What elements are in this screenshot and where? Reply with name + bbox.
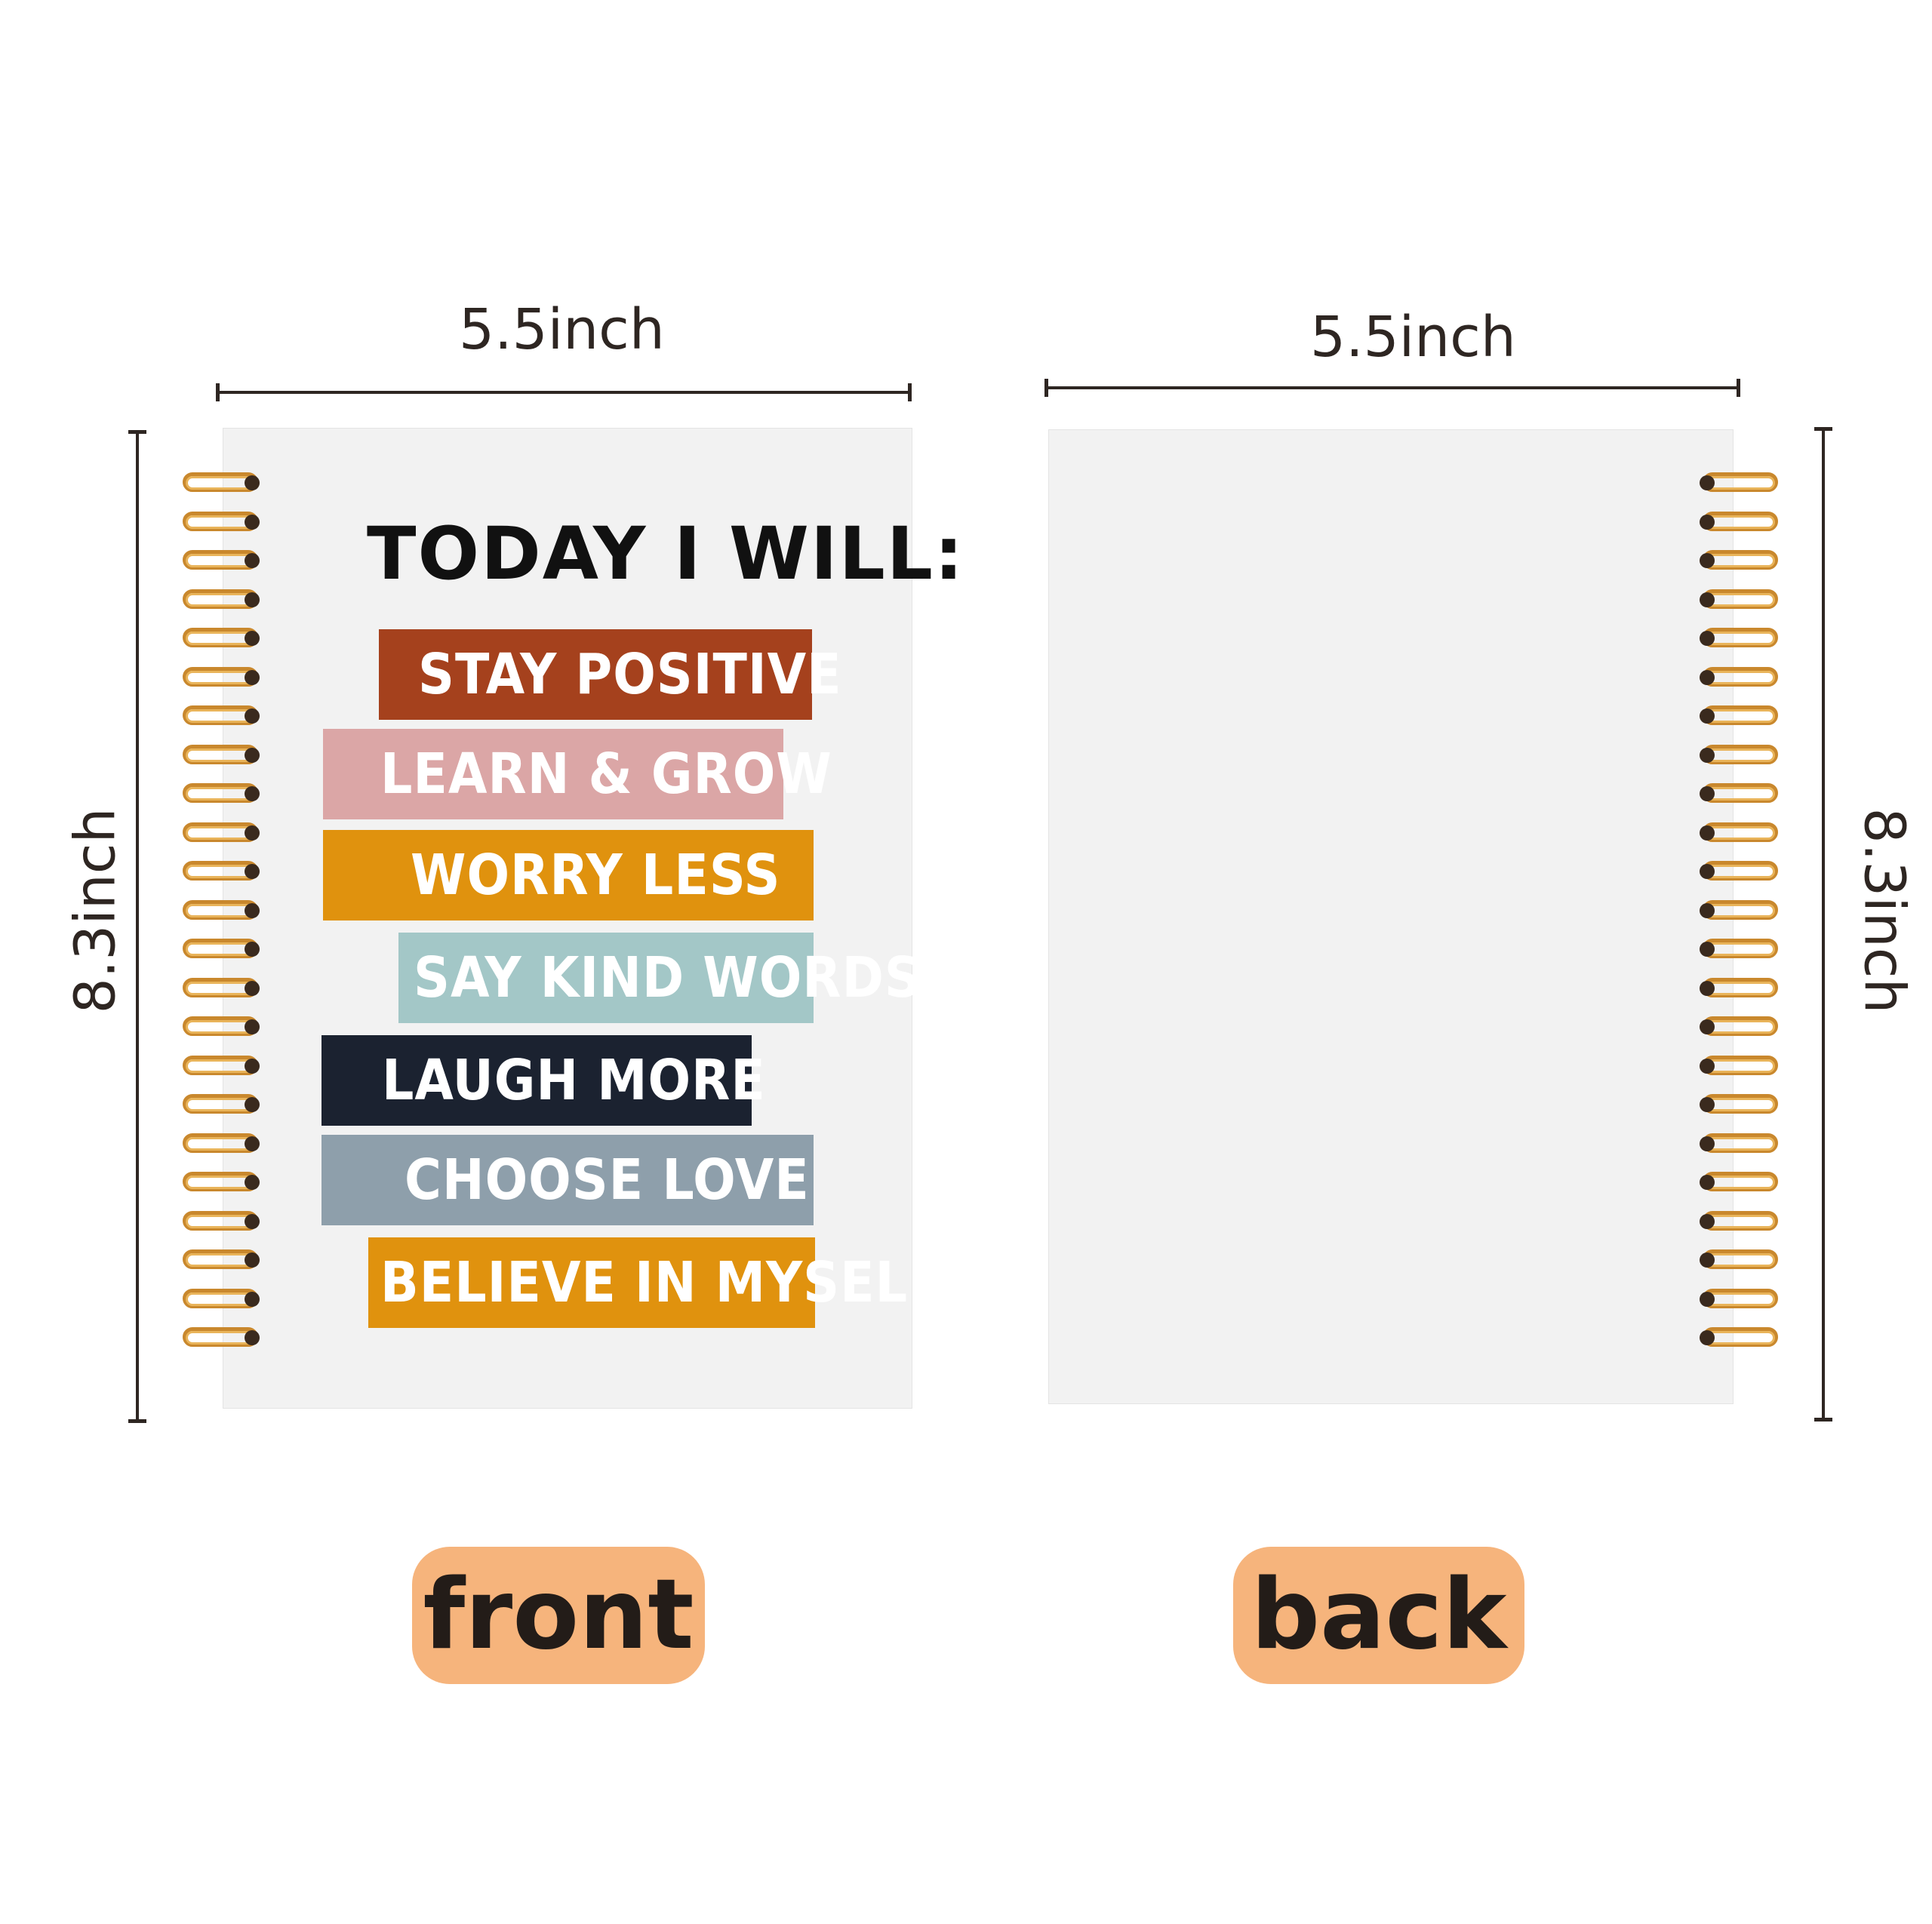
spiral-ring: [1698, 1132, 1781, 1156]
spiral-ring: [1698, 626, 1781, 650]
banner-believe-in-myself: BELIEVE IN MYSELF: [368, 1237, 943, 1328]
spiral-ring: [1698, 549, 1781, 573]
banner-stay-positive: STAY POSITIVE: [379, 629, 841, 720]
banner-laugh-more: LAUGH MORE: [321, 1035, 765, 1126]
spiral-ring: [178, 704, 261, 728]
banner-label: CHOOSE LOVE: [405, 1148, 810, 1212]
spiral-ring: [1698, 859, 1781, 884]
spiral-ring: [178, 937, 261, 961]
back-label-pill: back: [1233, 1547, 1524, 1684]
spiral-ring: [1698, 1248, 1781, 1272]
spiral-ring: [1698, 1015, 1781, 1039]
front-spiral-binding: [178, 471, 269, 1361]
spiral-ring: [1698, 665, 1781, 690]
spiral-ring: [1698, 743, 1781, 767]
spiral-ring: [178, 510, 261, 534]
front-label: front: [423, 1559, 694, 1671]
front-heading: TODAY I WILL:: [367, 512, 965, 596]
spiral-ring: [1698, 1093, 1781, 1117]
spiral-ring: [1698, 1170, 1781, 1194]
banner-label: LEARN & GROW: [380, 742, 832, 807]
banner-label: SAY KIND WORDS: [414, 945, 921, 1010]
banner-label: STAY POSITIVE: [418, 642, 842, 707]
spiral-ring: [178, 626, 261, 650]
spiral-ring: [1698, 1287, 1781, 1311]
spiral-ring: [178, 1209, 261, 1234]
banner-say-kind-words: SAY KIND WORDS: [398, 933, 921, 1023]
spiral-ring: [178, 782, 261, 806]
spiral-ring: [178, 1326, 261, 1350]
spiral-ring: [1698, 1326, 1781, 1350]
banner-label: WORRY LESS: [411, 843, 781, 908]
spiral-ring: [1698, 782, 1781, 806]
back-width-label: 5.5inch: [1310, 305, 1516, 370]
spiral-ring: [1698, 1209, 1781, 1234]
spiral-ring: [178, 859, 261, 884]
spiral-ring: [178, 1015, 261, 1039]
back-width-line: [1044, 379, 1740, 397]
back-label: back: [1251, 1559, 1507, 1671]
front-width-label: 5.5inch: [459, 297, 665, 362]
spiral-ring: [178, 1248, 261, 1272]
front-width-line: [216, 383, 912, 401]
front-label-pill: front: [412, 1547, 705, 1684]
spiral-ring: [178, 471, 261, 495]
back-cover: [1049, 430, 1733, 1403]
front-cover: TODAY I WILL: STAY POSITIVE LEARN & GROW…: [223, 429, 963, 1408]
banner-label: BELIEVE IN MYSELF: [380, 1250, 943, 1315]
banner-worry-less: WORRY LESS: [323, 830, 814, 921]
back-height-line: [1814, 427, 1832, 1421]
spiral-ring: [178, 665, 261, 690]
spiral-ring: [1698, 588, 1781, 612]
spiral-ring: [1698, 937, 1781, 961]
banner-label: LAUGH MORE: [382, 1048, 766, 1113]
back-height-label: 8.3inch: [1851, 807, 1917, 1014]
front-height-line: [128, 430, 146, 1423]
spiral-ring: [1698, 510, 1781, 534]
spiral-ring: [178, 1132, 261, 1156]
spiral-ring: [1698, 704, 1781, 728]
spiral-ring: [1698, 976, 1781, 1000]
banner-choose-love: CHOOSE LOVE: [321, 1135, 814, 1225]
spiral-ring: [178, 588, 261, 612]
spiral-ring: [178, 821, 261, 845]
back-spiral-binding: [1698, 471, 1789, 1361]
spiral-ring: [178, 743, 261, 767]
spiral-ring: [178, 1287, 261, 1311]
spiral-ring: [178, 1170, 261, 1194]
spiral-ring: [1698, 899, 1781, 923]
spiral-ring: [178, 899, 261, 923]
spiral-ring: [178, 549, 261, 573]
spiral-ring: [178, 1093, 261, 1117]
banner-learn-grow: LEARN & GROW: [323, 729, 832, 819]
spiral-ring: [1698, 821, 1781, 845]
spiral-ring: [1698, 471, 1781, 495]
spiral-ring: [1698, 1054, 1781, 1078]
front-height-label: 8.3inch: [63, 807, 128, 1014]
spiral-ring: [178, 1054, 261, 1078]
spiral-ring: [178, 976, 261, 1000]
